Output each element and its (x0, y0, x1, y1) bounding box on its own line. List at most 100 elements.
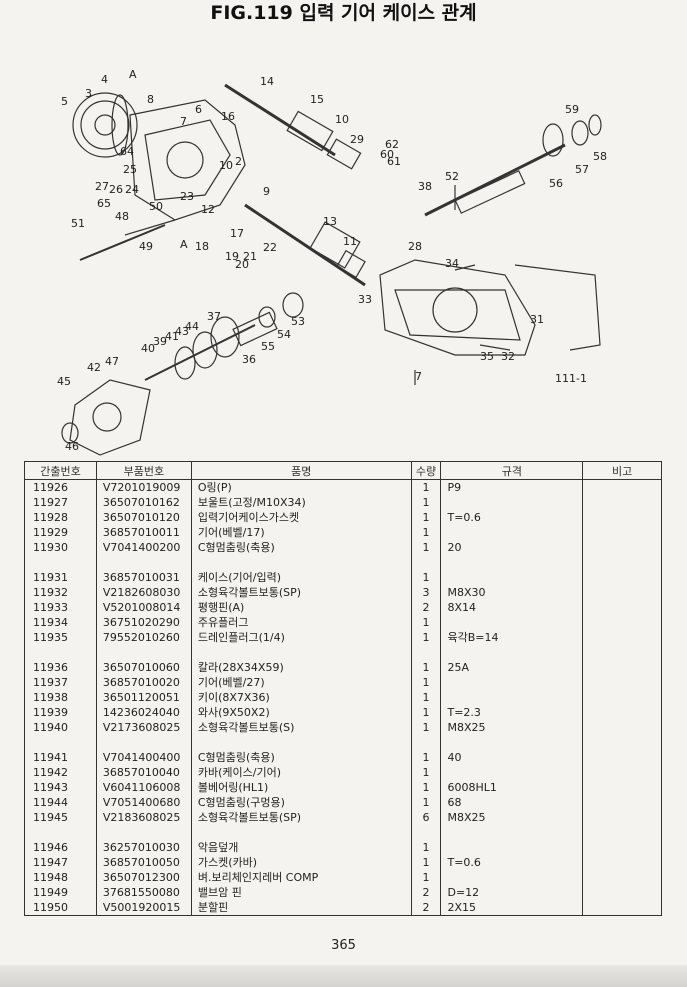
cell-part: 36507010060 (95, 660, 192, 675)
cell-part: 36857010031 (95, 570, 192, 585)
cell-qty: 1 (410, 495, 442, 510)
svg-text:59: 59 (565, 103, 579, 116)
svg-text:53: 53 (291, 315, 305, 328)
svg-text:31: 31 (530, 313, 544, 326)
table-spacer-row (24, 555, 662, 570)
svg-text:18: 18 (195, 240, 209, 253)
cell-part: 36857010050 (95, 855, 192, 870)
cell-qty: 3 (410, 585, 442, 600)
svg-text:5: 5 (61, 95, 68, 108)
cell-name: 입력기어케이스가스켓 (190, 510, 412, 525)
table-spacer-row (24, 825, 662, 840)
cell-no: 11942 (24, 765, 97, 780)
cell-qty: 1 (410, 705, 442, 720)
cell-qty: 1 (410, 780, 442, 795)
cell-no: 11930 (24, 540, 97, 555)
svg-text:4: 4 (101, 73, 108, 86)
cell-no: 11937 (24, 675, 97, 690)
cell-qty: 6 (410, 810, 442, 825)
cell-qty: 1 (410, 765, 442, 780)
cell-no: 11946 (24, 840, 97, 855)
cell-no: 11950 (24, 900, 97, 916)
cell-part: 36857010020 (95, 675, 192, 690)
svg-text:20: 20 (235, 258, 249, 271)
cell-remark (582, 479, 662, 495)
cell-qty: 1 (410, 855, 442, 870)
cell-remark (582, 720, 662, 735)
cell-qty: 2 (410, 885, 442, 900)
cell-remark (582, 540, 662, 555)
page-edge (0, 965, 687, 987)
cell-name: C형멈춤링(축용) (190, 750, 412, 765)
cell-qty: 1 (410, 840, 442, 855)
cell-part: V7051400680 (95, 795, 192, 810)
cell-part: 36751020290 (95, 615, 192, 630)
cell-part: V7041400400 (95, 750, 192, 765)
cell-no: 11939 (24, 705, 97, 720)
cell-remark (582, 525, 662, 540)
cell-name: 카바(케이스/기어) (190, 765, 412, 780)
cell-spec: 68 (440, 795, 584, 810)
cell-name: 기어(베벨/27) (190, 675, 412, 690)
cell-no: 11945 (24, 810, 97, 825)
cell-part: 36507010120 (95, 510, 192, 525)
svg-text:43: 43 (175, 325, 189, 338)
cell-remark (582, 510, 662, 525)
cell-no: 11935 (24, 630, 97, 645)
svg-text:23: 23 (180, 190, 194, 203)
cell-no: 11949 (24, 885, 97, 900)
cell-qty: 1 (410, 690, 442, 705)
cell-qty: 1 (410, 675, 442, 690)
page-number: 365 (331, 938, 356, 953)
cell-no: 11929 (24, 525, 97, 540)
cell-spec (440, 765, 584, 780)
svg-text:41: 41 (165, 330, 179, 343)
svg-text:57: 57 (575, 163, 589, 176)
cell-no: 11940 (24, 720, 97, 735)
cell-qty: 1 (410, 750, 442, 765)
svg-text:50: 50 (149, 200, 163, 213)
svg-text:61: 61 (387, 155, 401, 168)
cell-part: 36507012300 (95, 870, 192, 885)
cell-spec: M8X30 (440, 585, 584, 600)
svg-text:17: 17 (230, 227, 244, 240)
gear-case-shape (129, 99, 246, 221)
cell-name: 기어(베벨/17) (190, 525, 412, 540)
cell-remark (582, 690, 662, 705)
table-spacer-row (24, 645, 662, 660)
cell-qty: 1 (410, 570, 442, 585)
cell-name: 와사(9X50X2) (190, 705, 412, 720)
svg-text:60: 60 (380, 148, 394, 161)
svg-text:111-1: 111-1 (555, 372, 587, 385)
svg-text:25: 25 (123, 163, 137, 176)
cell-qty: 1 (410, 870, 442, 885)
cell-part: V6041106008 (95, 780, 192, 795)
cell-qty: 1 (410, 510, 442, 525)
cell-name: 볼베어링(HL1) (190, 780, 412, 795)
svg-text:35: 35 (480, 350, 494, 363)
cell-qty: 2 (410, 600, 442, 615)
svg-text:10: 10 (335, 113, 349, 126)
table-header-row: 간출번호 부품번호 품명 수량 규격 비고 (24, 461, 662, 480)
cell-part: 36857010011 (95, 525, 192, 540)
svg-text:38: 38 (418, 180, 432, 193)
cell-qty: 1 (410, 660, 442, 675)
cell-name: 보울트(고정/M10X34) (190, 495, 412, 510)
housing-shape (379, 259, 536, 356)
svg-text:34: 34 (445, 257, 459, 270)
cell-remark (582, 795, 662, 810)
svg-text:22: 22 (263, 241, 277, 254)
cell-name: 소형육각볼트보통(SP) (190, 810, 412, 825)
cell-no: 11932 (24, 585, 97, 600)
svg-text:21: 21 (243, 250, 257, 263)
